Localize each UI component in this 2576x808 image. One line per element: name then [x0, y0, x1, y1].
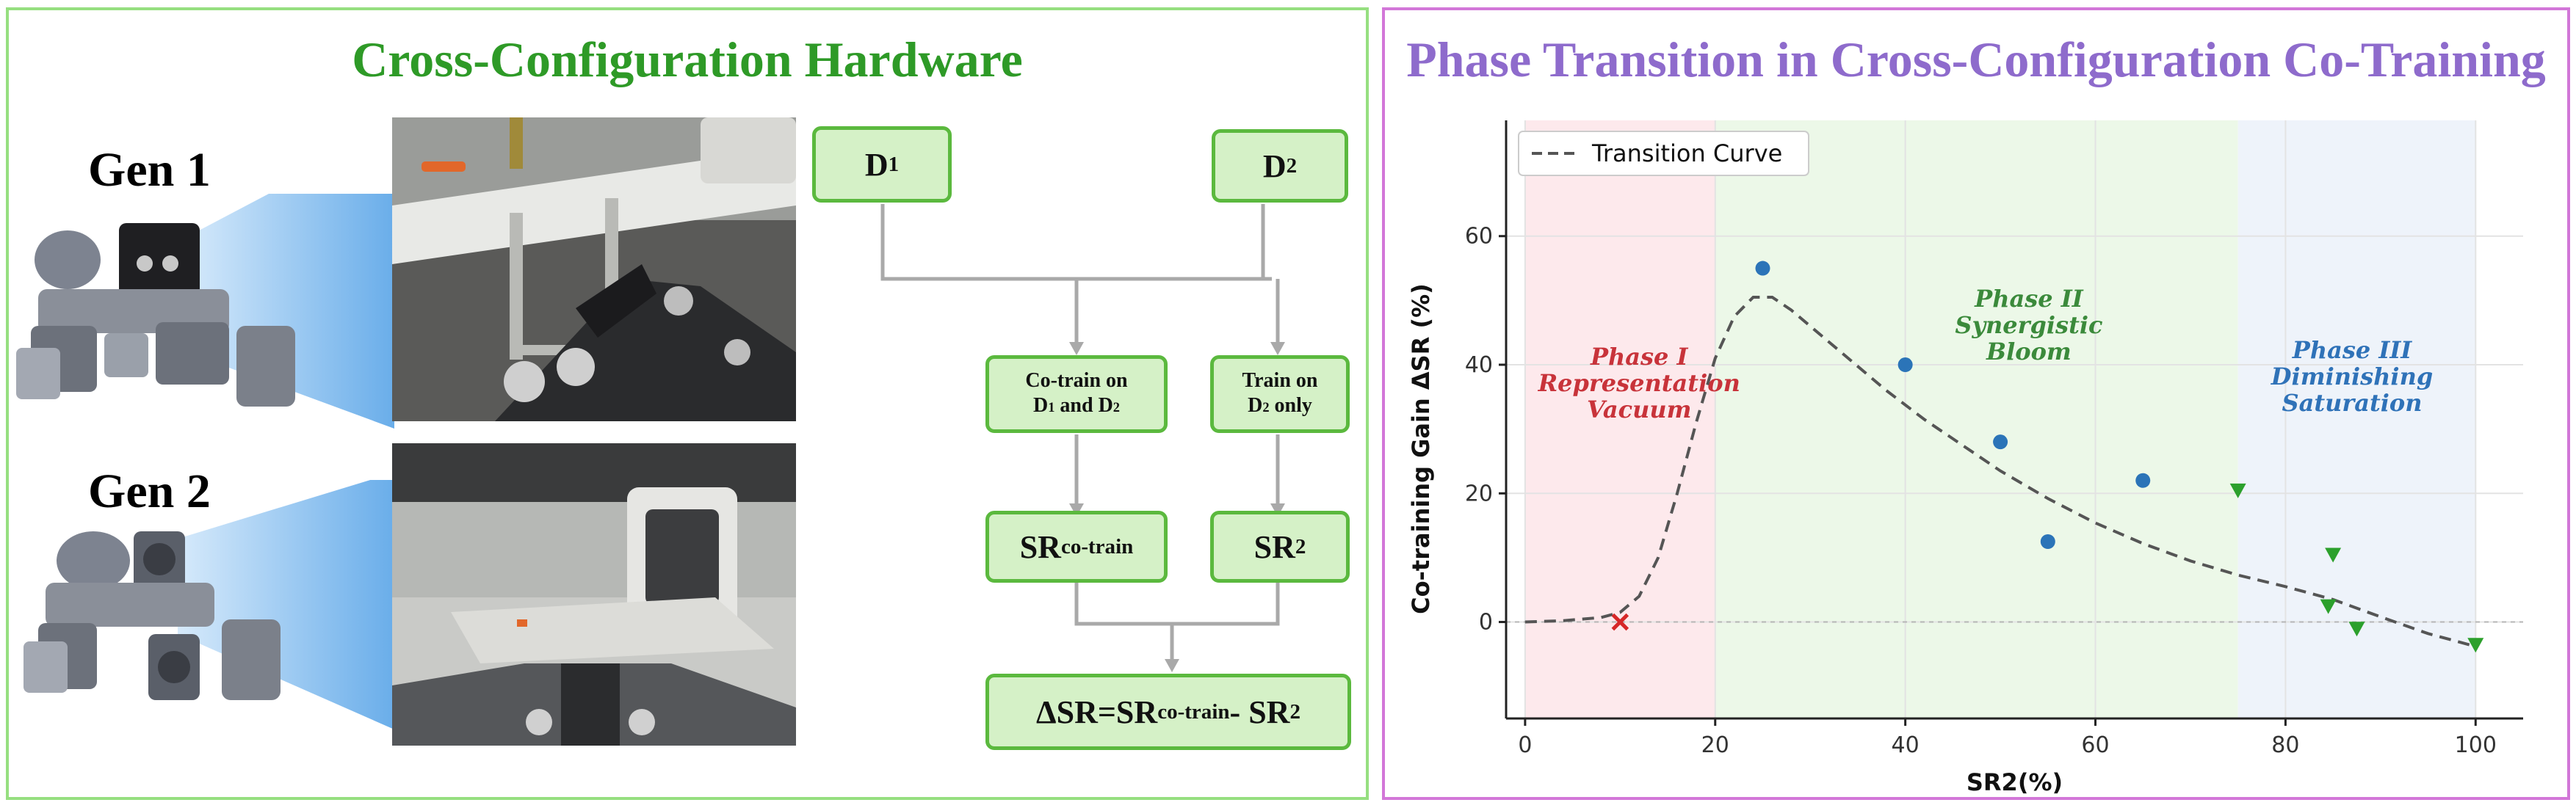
x-axis-label: SR2(%)	[1967, 768, 2063, 796]
x-tick-label: 0	[1518, 732, 1532, 758]
data-point-x	[1611, 613, 1629, 631]
phase-2-label: Bloom	[1986, 338, 2072, 365]
y-tick-label: 20	[1465, 481, 1493, 506]
gen2-camera-photo	[392, 443, 796, 746]
delta-sr-subscript: co-train	[1157, 699, 1230, 724]
phase-1-label: Phase I	[1590, 343, 1689, 371]
x-tick-label: 40	[1892, 732, 1920, 758]
y-tick-label: 60	[1465, 224, 1493, 250]
data-point-circle	[1993, 434, 2008, 450]
cotrain-and-d: and D	[1054, 394, 1113, 417]
sr2-subscript: 2	[1295, 534, 1306, 558]
sr2-text: SR	[1253, 528, 1295, 565]
gen2-gripper-image	[23, 480, 394, 729]
cotrain-d1-subscript: 1	[1048, 400, 1055, 415]
hardware-panel-title: Cross-Configuration Hardware	[352, 32, 1023, 87]
x-tick-label: 60	[2081, 732, 2109, 758]
train-d2-box: Train on D2 only	[1210, 355, 1350, 433]
data-point-circle	[1897, 357, 1913, 373]
cotrain-box: Co-train on D1 and D2	[985, 355, 1168, 433]
train-line2: D2 only	[1248, 393, 1312, 420]
phase-region-1	[1524, 120, 1715, 718]
flowchart-connectors	[880, 204, 1285, 672]
cotrain-d1: D	[1032, 394, 1049, 417]
phase-region-2	[1715, 120, 2238, 718]
gen1-label: Gen 1	[88, 143, 211, 197]
y-tick-label: 0	[1479, 610, 1493, 636]
d2-text: D	[1262, 148, 1287, 184]
train-d2-subscript: 2	[1262, 400, 1270, 415]
phase-2-label: Synergistic	[1955, 311, 2102, 339]
delta-sr-subscript2: 2	[1289, 699, 1300, 724]
cotrain-line1: Co-train on	[1025, 369, 1128, 392]
y-tick-label: 40	[1465, 352, 1493, 378]
y-axis-label: Co-training Gain ΔSR (%)	[1407, 283, 1435, 614]
phase-region-3	[2237, 120, 2476, 718]
transition-curve	[1524, 295, 2476, 648]
x-tick-label: 20	[1701, 732, 1729, 758]
phase-3-label: Phase III	[2292, 336, 2413, 364]
d1-text: D	[864, 146, 889, 183]
legend-label: Transition Curve	[1591, 139, 1782, 167]
d1-subscript: 1	[888, 152, 900, 176]
data-point-circle	[2135, 473, 2151, 488]
phase-3-label: Diminishing	[2271, 363, 2433, 390]
x-tick-label: 80	[2271, 732, 2299, 758]
data-point-triangle	[2229, 483, 2246, 498]
phase-transition-panel: Phase Transition in Cross-Configuration …	[1382, 7, 2570, 800]
hardware-panel: Cross-Configuration Hardware Gen 1 Gen 2	[6, 7, 1369, 800]
phase-2-label: Phase II	[1974, 285, 2084, 313]
phase-1-label: Vacuum	[1587, 396, 1692, 423]
data-point-triangle	[2467, 638, 2484, 653]
sr-cotrain-subscript: co-train	[1060, 534, 1134, 558]
train-d: D	[1248, 394, 1263, 417]
data-point-circle	[1755, 261, 1770, 276]
train-line1: Train on	[1242, 369, 1318, 392]
cotrain-d2-subscript: 2	[1112, 400, 1121, 415]
data-point-triangle	[2348, 622, 2365, 637]
delta-sr-text: ΔSR=SR	[1036, 694, 1158, 730]
gen2-label: Gen 2	[88, 465, 211, 518]
data-point-circle	[2040, 534, 2055, 550]
data-point-triangle	[2325, 547, 2342, 563]
x-tick-label: 100	[2455, 732, 2497, 758]
delta-sr-minus: - SR	[1229, 694, 1290, 730]
phase-transition-title: Phase Transition in Cross-Configuration …	[1406, 32, 2546, 87]
gen1-gripper-image	[16, 194, 394, 429]
gen1-camera-photo	[392, 117, 796, 421]
cotrain-line2: D1 and D2	[1033, 393, 1120, 420]
d2-subscript: 2	[1286, 153, 1298, 178]
sr-cotrain-text: SR	[1019, 528, 1061, 565]
legend-box	[1518, 131, 1809, 176]
data-point-triangle	[2320, 599, 2337, 614]
phase-3-label: Saturation	[2282, 389, 2422, 417]
train-only: only	[1269, 394, 1312, 417]
